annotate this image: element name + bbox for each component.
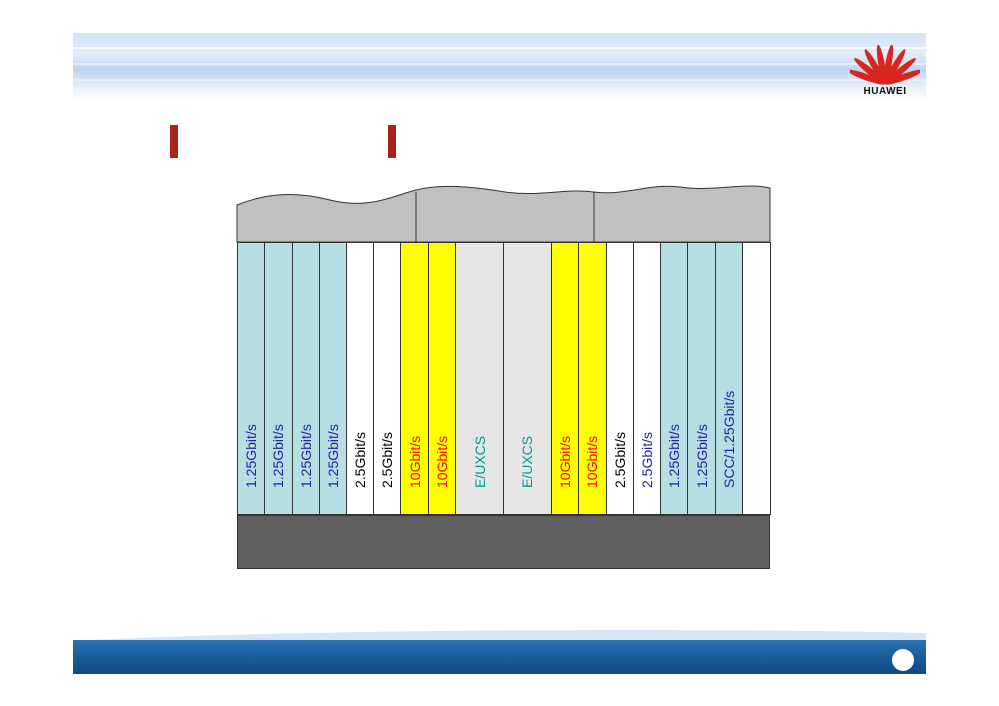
slot-label: 1.25Gbit/s xyxy=(666,424,683,488)
slot-card: 10Gbit/s xyxy=(577,242,607,515)
slot-label: SCC/1.25Gbit/s xyxy=(721,390,738,488)
title-marker-right xyxy=(388,125,396,158)
slot-label: 1.25Gbit/s xyxy=(297,424,314,488)
slot-label: 2.5Gbit/s xyxy=(352,431,369,488)
slot-card: 1.25Gbit/s xyxy=(291,242,320,515)
slot-label: 10Gbit/s xyxy=(584,435,601,488)
slot-card: 10Gbit/s xyxy=(550,242,579,515)
slot-card: 10Gbit/s xyxy=(400,242,430,515)
subrack-bottom-section xyxy=(237,515,770,569)
huawei-logo: HUAWEI xyxy=(847,40,923,100)
page-number-badge xyxy=(892,649,914,671)
footer-banner xyxy=(73,640,926,674)
slot-card: 1.25Gbit/s xyxy=(660,242,689,515)
header-banner xyxy=(73,33,926,101)
banner-streak xyxy=(73,79,926,81)
slot-label: 1.25Gbit/s xyxy=(242,424,259,488)
slot-card: SCC/1.25Gbit/s xyxy=(715,242,744,515)
huawei-petals-icon xyxy=(847,44,923,85)
slot-label: 2.5Gbit/s xyxy=(638,431,655,488)
slot-label: 10Gbit/s xyxy=(434,435,451,488)
slot-label: 10Gbit/s xyxy=(406,435,423,488)
slot-label: 2.5Gbit/s xyxy=(379,431,396,488)
slot-card: E/UXCS xyxy=(503,242,552,515)
slot-card: 1.25Gbit/s xyxy=(318,242,347,515)
slot-label: 1.25Gbit/s xyxy=(324,424,341,488)
logo-text: HUAWEI xyxy=(863,86,907,97)
slot-label: 1.25Gbit/s xyxy=(693,424,710,488)
slot-label: E/UXCS xyxy=(519,435,536,488)
slot-card: 2.5Gbit/s xyxy=(373,242,402,515)
slot-card: E/UXCS xyxy=(455,242,504,515)
slot-card: 1.25Gbit/s xyxy=(237,242,265,515)
slot-card: 1.25Gbit/s xyxy=(687,242,717,515)
slot-label: 10Gbit/s xyxy=(556,435,573,488)
slot-label: E/UXCS xyxy=(471,435,488,488)
slot-card: 2.5Gbit/s xyxy=(605,242,634,515)
title-marker-left xyxy=(170,125,178,158)
banner-streak xyxy=(73,47,926,49)
slot-card: 10Gbit/s xyxy=(428,242,457,515)
slot-card: 2.5Gbit/s xyxy=(345,242,375,515)
slot-label: 1.25Gbit/s xyxy=(270,424,287,488)
top-panel-shape xyxy=(236,185,771,243)
slot-card xyxy=(742,242,771,515)
slot-label: 2.5Gbit/s xyxy=(611,431,628,488)
slot-card: 2.5Gbit/s xyxy=(632,242,662,515)
banner-streak xyxy=(73,63,926,65)
slot-card: 1.25Gbit/s xyxy=(263,242,293,515)
